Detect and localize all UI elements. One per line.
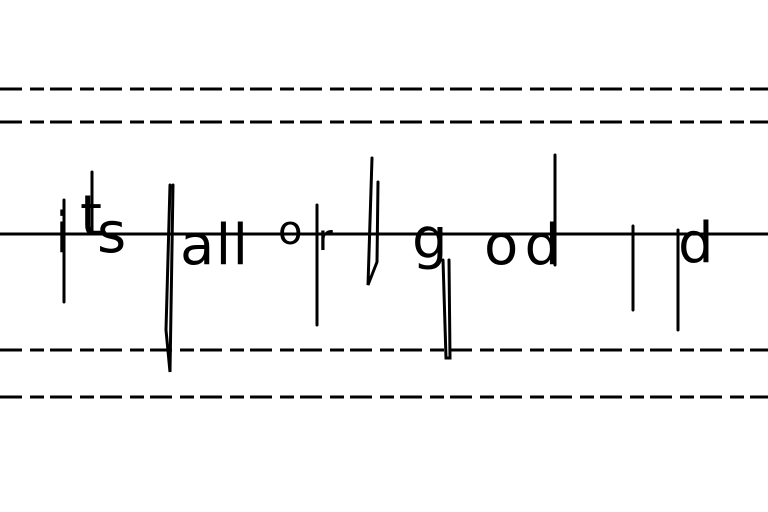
vertical-strokes (62, 153, 680, 373)
letter-i: i (55, 201, 71, 266)
letter-d: d (678, 211, 714, 276)
word-od: od (484, 213, 560, 278)
letter-g: g (412, 207, 448, 272)
letter-s: s (97, 201, 126, 266)
letter-r: r (318, 218, 333, 259)
letter-o: o (278, 208, 302, 254)
letter-t: t (80, 184, 102, 249)
word-all: all (180, 213, 248, 278)
